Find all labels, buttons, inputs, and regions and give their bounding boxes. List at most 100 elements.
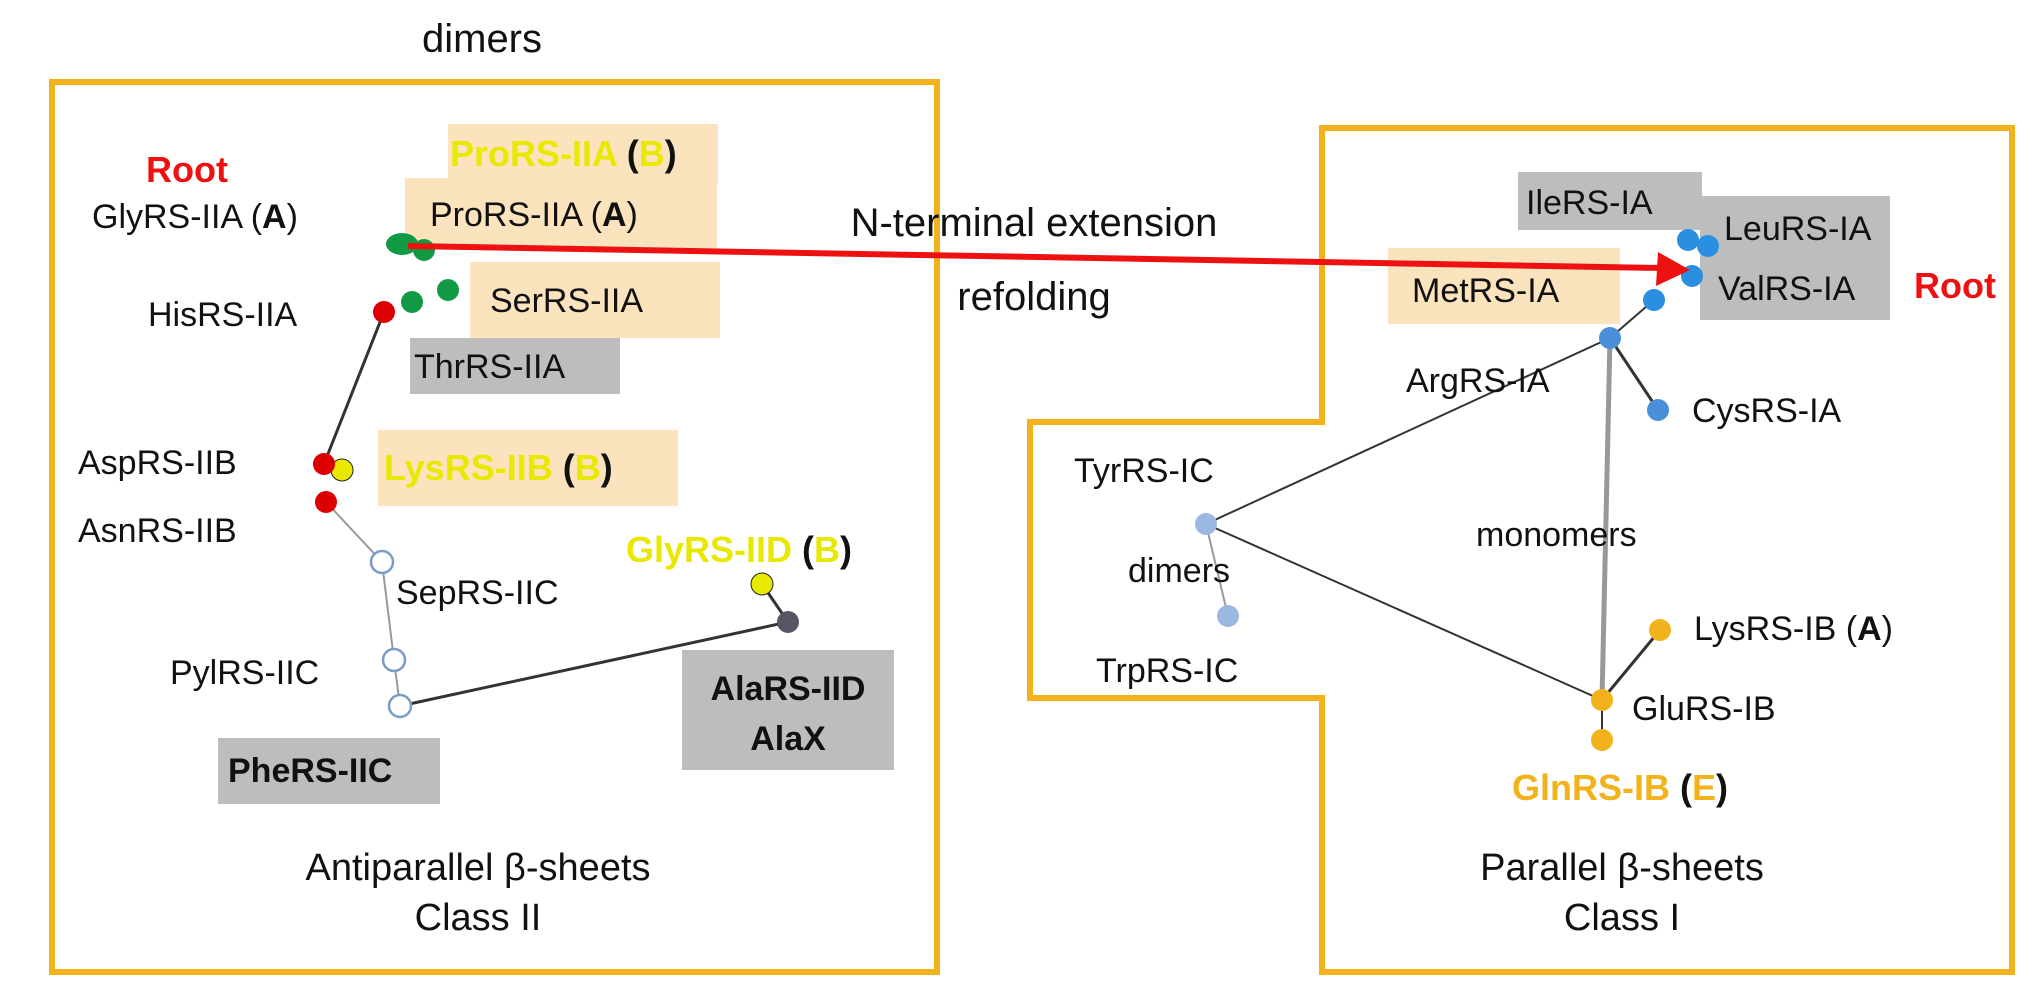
label-lysrs-ib-close: ) [1882,610,1893,648]
edge-argrs-glurs [1599,337,1613,701]
node-thrrs [401,291,423,313]
label-lysrs-ib: LysRS-IB (A) [1694,610,1893,648]
node-seprs [369,549,395,575]
edge-phers-alars [399,620,789,708]
label-lysrs-b-letter: B [575,447,601,488]
label-leurs: LeuRS-IA [1724,210,1872,248]
node-tyrrs [1195,513,1217,535]
edge-glurs-lysrs-ib [1600,629,1662,701]
highlight-prors-b [448,124,718,184]
label-prors-b-name: ProRS-IIA [450,133,618,174]
label-prors-a-name: ProRS-IIA ( [430,196,603,234]
class1-caption-line2: Class I [1564,897,1680,939]
label-serrs: SerRS-IIA [490,282,643,320]
highlight-alars [682,650,894,770]
class2-root-label: Root [146,149,228,190]
label-pylrs: PylRS-IIC [170,654,319,692]
label-thrrs: ThrRS-IIA [414,348,565,386]
label-glyrs-a-name: GlyRS-IIA ( [92,198,263,236]
arrow-shaft [407,243,1663,271]
label-glyrs-d-close: ) [840,529,852,570]
label-glyrs-a: GlyRS-IIA (A) [92,198,298,236]
edge-tyrrs-trprs [1205,523,1229,617]
label-alax: AlaX [750,720,826,758]
label-cysrs: CysRS-IA [1692,392,1842,430]
node-pylrs [381,647,407,673]
label-prors-b-close: ) [665,133,677,174]
class1-caption-line1: Parallel β-sheets [1480,847,1764,889]
edge-hisrs-asprs [322,311,386,465]
node-cysrs [1647,399,1669,421]
arrow-head [1656,252,1690,286]
label-valrs: ValRS-IA [1718,270,1856,308]
label-glyrs-d-letter: B [814,529,840,570]
label-lysrs-b: LysRS-IIB (B) [384,447,613,488]
label-asnrs: AsnRS-IIB [78,512,237,550]
node-glnrs [1591,729,1613,751]
label-asprs: AspRS-IIB [78,444,237,482]
edge-tyrrs-glurs [1205,523,1603,701]
highlight-lysrs-b [378,430,678,506]
label-glnrs: GlnRS-IB (E) [1512,767,1728,808]
highlight-metrs [1388,248,1620,324]
class2-caption-line1: Antiparallel β-sheets [305,847,650,889]
label-glyrs-d: GlyRS-IID (B) [626,529,852,570]
label-lysrs-b-open: ( [553,447,575,488]
label-glnrs-letter: E [1692,767,1716,808]
node-hisrs [373,301,395,323]
label-glyrs-d-name: GlyRS-IID [626,529,792,570]
class2-panel: dimers Root ProRS-IIA (B) [49,17,940,975]
highlight-serrs [470,262,720,338]
node-asprs [313,453,335,475]
label-glnrs-open: ( [1670,767,1692,808]
arrow-label-line2: refolding [957,275,1110,319]
node-leurs [1697,235,1719,257]
node-glyrs-a [386,233,418,255]
refolding-arrow: N-terminal extension refolding [407,201,1690,319]
highlight-leurs-valrs [1700,196,1890,320]
label-glyrs-a-close: ) [287,198,298,236]
arrow-label-line1: N-terminal extension [851,201,1218,245]
label-prors-b-letter: B [639,133,665,174]
label-glnrs-close: ) [1716,767,1728,808]
edge-argrs-cysrs [1608,337,1660,411]
highlight-prors-a [405,178,717,248]
node-alars [777,611,799,633]
label-metrs: MetRS-IA [1412,272,1560,310]
node-prors-a [413,239,435,261]
label-phers: PheRS-IIC [228,752,392,790]
highlight-thrrs [410,338,620,394]
node-glyrs-d [750,572,774,596]
node-metrs [1643,289,1665,311]
class1-inner-dimers: dimers [1128,552,1230,590]
node-ilers [1677,229,1699,251]
label-lysrs-b-close: ) [601,447,613,488]
class1-panel: IleRS-IA LeuRS-IA ValRS-IA Root MetRS-IA… [1027,125,2015,975]
label-glurs: GluRS-IB [1632,690,1776,728]
node-phers [387,693,413,719]
label-glnrs-name: GlnRS-IB [1512,767,1670,808]
label-glyrs-d-open: ( [792,529,814,570]
node-asnrs [315,491,337,513]
class2-box [49,79,940,975]
edge-argrs-tyrrs [1205,337,1611,525]
node-trprs [1217,605,1239,627]
label-lysrs-ib-letter: A [1857,610,1882,648]
class2-caption-line2: Class II [415,897,542,939]
node-glurs [1591,689,1613,711]
label-alars: AlaRS-IID [711,670,866,708]
label-seprs: SepRS-IIC [396,574,559,612]
label-tyrrs: TyrRS-IC [1074,452,1214,490]
class1-root-label: Root [1914,265,1996,306]
label-prors-b: ProRS-IIA (B) [450,133,677,174]
highlight-phers [218,738,440,804]
label-argrs: ArgRS-IA [1406,362,1550,400]
label-prors-a: ProRS-IIA (A) [430,196,638,234]
label-lysrs-ib-name: LysRS-IB ( [1694,610,1858,648]
class1-monomers: monomers [1476,516,1637,554]
label-ilers: IleRS-IA [1526,184,1653,222]
node-serrs [437,279,459,301]
node-argrs [1599,327,1621,349]
label-prors-a-close: ) [627,196,638,234]
